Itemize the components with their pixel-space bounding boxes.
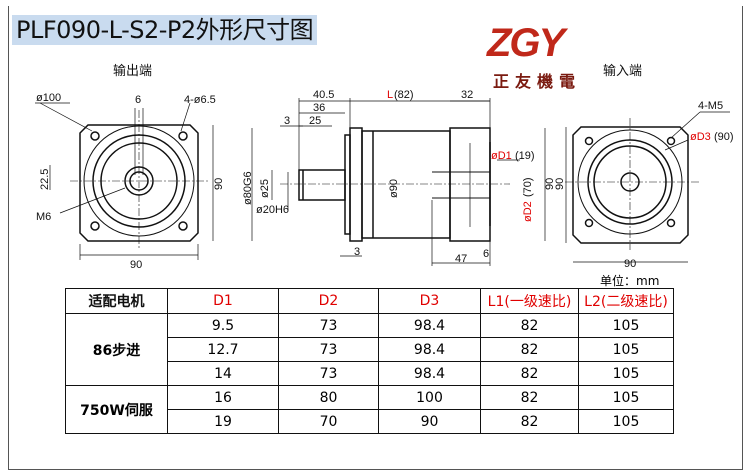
svg-text:90: 90 <box>544 178 556 190</box>
svg-text:32: 32 <box>461 89 473 101</box>
header-d3: D3 <box>378 288 481 314</box>
cell: 98.4 <box>378 313 481 338</box>
cell: 105 <box>578 409 674 434</box>
table-row: 750W伺服 16 80 100 82 105 <box>65 385 674 434</box>
svg-text:ø90: ø90 <box>388 179 400 198</box>
svg-text:ø25: ø25 <box>259 179 271 198</box>
svg-text:90: 90 <box>213 178 225 190</box>
svg-text:(19): (19) <box>515 150 535 162</box>
cell: 98.4 <box>378 337 481 362</box>
svg-text:25: 25 <box>309 115 321 127</box>
header-d1: D1 <box>167 288 279 314</box>
input-end-label: 输入端 <box>603 63 642 78</box>
svg-text:4-ø6.5: 4-ø6.5 <box>184 94 216 106</box>
svg-text:90: 90 <box>130 259 142 271</box>
cell: 82 <box>480 361 579 386</box>
motor-cell: 86步进 <box>65 313 168 386</box>
cell: 70 <box>278 409 379 434</box>
svg-text:ø80G6: ø80G6 <box>242 171 254 205</box>
table-header-row: 适配电机 D1 D2 D3 L1(一级速比) L2(二级速比) <box>65 288 674 314</box>
cell: 82 <box>480 409 579 434</box>
cell: 73 <box>278 337 379 362</box>
svg-text:40.5: 40.5 <box>313 89 334 101</box>
dimension-table: 适配电机 D1 D2 D3 L1(一级速比) L2(二级速比) 86步进 9.5… <box>65 288 674 434</box>
svg-text:(90): (90) <box>714 131 734 143</box>
svg-text:90: 90 <box>554 178 566 190</box>
cell: 105 <box>578 337 674 362</box>
cell: 90 <box>378 409 481 434</box>
svg-text:ø100: ø100 <box>36 92 61 104</box>
header-l2: L2(二级速比) <box>578 288 674 314</box>
output-end-view <box>70 110 210 250</box>
table-row: 86步进 9.5 73 98.4 82 105 <box>65 313 674 386</box>
cell: 98.4 <box>378 361 481 386</box>
svg-text:3: 3 <box>354 246 360 258</box>
svg-text:ZGY: ZGY <box>486 21 569 65</box>
cell: 19 <box>167 409 279 434</box>
output-end-label: 输出端 <box>113 63 152 78</box>
zgy-logo: ZGY 正友機電 <box>486 21 581 91</box>
svg-text:øD2: øD2 <box>522 201 534 222</box>
svg-text:6: 6 <box>483 248 489 260</box>
cell: 105 <box>578 313 674 338</box>
svg-text:ø20H6: ø20H6 <box>256 204 289 216</box>
table-row: 19 70 90 82 105 <box>66 409 674 434</box>
svg-text:正友機電: 正友機電 <box>493 72 581 91</box>
svg-text:øD3: øD3 <box>690 131 711 143</box>
cell: 80 <box>278 385 379 410</box>
cell: 105 <box>578 385 674 410</box>
svg-text:M6: M6 <box>36 211 51 223</box>
svg-text:4-M5: 4-M5 <box>698 100 723 112</box>
motor-cell: 750W伺服 <box>65 385 168 434</box>
side-view <box>280 127 510 242</box>
svg-text:22.5: 22.5 <box>39 169 51 190</box>
cell: 100 <box>378 385 481 410</box>
cell: 82 <box>480 385 579 410</box>
header-d2: D2 <box>278 288 379 314</box>
cell: 82 <box>480 337 579 362</box>
cell: 105 <box>578 361 674 386</box>
cell: 73 <box>278 361 379 386</box>
svg-text:3: 3 <box>284 115 290 127</box>
page-title: PLF090-L-S2-P2外形尺寸图 <box>12 15 318 45</box>
svg-text:(82): (82) <box>394 89 414 101</box>
svg-text:90: 90 <box>624 258 636 270</box>
header-l1: L1(一级速比) <box>480 288 579 314</box>
cell: 16 <box>167 385 279 410</box>
cell: 73 <box>278 313 379 338</box>
cell: 12.7 <box>167 337 279 362</box>
cell: 9.5 <box>167 313 279 338</box>
header-motor: 适配电机 <box>65 288 168 314</box>
svg-text:47: 47 <box>455 253 467 265</box>
cell: 14 <box>167 361 279 386</box>
cell: 82 <box>480 313 579 338</box>
unit-label: 单位：mm <box>600 274 660 288</box>
svg-text:36: 36 <box>313 102 325 114</box>
svg-text:øD1: øD1 <box>491 150 512 162</box>
svg-text:L: L <box>387 89 393 101</box>
input-end-view <box>565 118 700 250</box>
svg-text:(70): (70) <box>522 177 534 197</box>
svg-text:6: 6 <box>135 94 141 106</box>
drawing-frame <box>8 6 743 470</box>
